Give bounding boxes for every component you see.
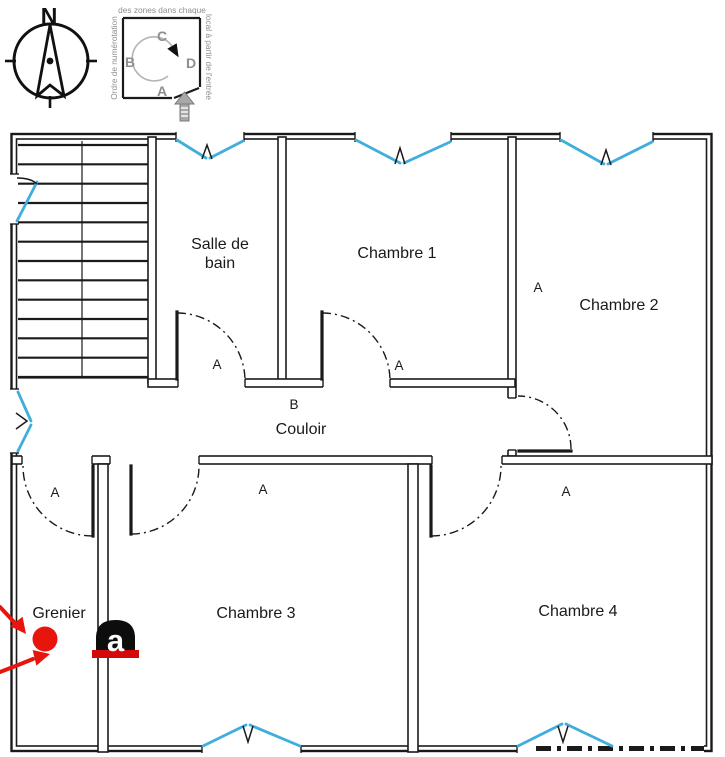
opening-bathroom-window: [176, 131, 244, 142]
chambre2-door: [517, 395, 573, 453]
windows: [15, 138, 654, 748]
legend-zone-b: B: [125, 54, 135, 70]
legend-zone-a: A: [157, 83, 167, 99]
stairs-window: [15, 177, 39, 223]
opening-chambre1-window: [355, 131, 451, 142]
compass-north-label: N: [41, 3, 58, 29]
chambre3-window: [201, 723, 302, 748]
opening-bathroom-door: [178, 378, 245, 388]
legend-entry-arrow: [173, 91, 196, 122]
doors: [22, 310, 573, 538]
label-grenier: Grenier: [32, 605, 86, 622]
opening-chambre3-window: [202, 744, 301, 753]
red-arrow-1-shaft: [0, 605, 17, 625]
legend-zone-d: D: [186, 55, 196, 71]
annotations: a: [0, 605, 139, 674]
couloir-window: [15, 390, 33, 453]
legend-caption-left: Ordre de numérotation: [109, 16, 119, 100]
chambre1-door: [320, 310, 391, 382]
legend-rotation-arc: [131, 36, 173, 82]
compass-rose: N: [5, 3, 97, 108]
logo-a-redbar: [92, 650, 139, 658]
label-chambre3: Chambre 3: [216, 605, 295, 622]
opening-stairs-window: [9, 174, 19, 224]
opening-couloir-window: [9, 389, 19, 453]
chambre4-window: [516, 722, 614, 748]
grenier-door: [22, 464, 95, 538]
label-salle-de-bain-line1: Salle de: [191, 236, 249, 253]
logo-a-letter: a: [107, 623, 125, 658]
label-chambre4: Chambre 4: [538, 603, 617, 620]
opening-chambre1-door: [323, 378, 390, 388]
zone-bathroom: A: [212, 357, 221, 372]
red-arrow-2-shaft: [0, 657, 35, 674]
legend-rotation-arrowhead: [167, 43, 179, 58]
logo-a-shape: [96, 620, 135, 657]
legend-door-leaf: [173, 86, 200, 100]
legend-caption-right: local à partir de l'entrée: [204, 14, 214, 100]
legend-zone-c: C: [157, 28, 167, 44]
opening-chambre2-window: [560, 131, 653, 142]
zone-couloir: B: [289, 397, 298, 412]
wall-jambs: [10, 132, 654, 753]
bathroom-door: [175, 310, 246, 382]
zone-chambre4: A: [561, 484, 570, 499]
red-marker-dot: [32, 626, 58, 652]
legend-caption-top: des zones dans chaque: [118, 5, 206, 15]
label-chambre2: Chambre 2: [579, 297, 658, 314]
opening-chambre4-door: [432, 455, 502, 465]
chambre3-door: [129, 464, 200, 536]
label-salle-de-bain-line2: bain: [205, 255, 235, 272]
wall-couloir-bottom: [11, 455, 713, 465]
wall-chambre3-chambre4: [407, 463, 419, 753]
exterior-wall-outer: [10, 132, 713, 753]
wall-stairs-bathroom: [147, 136, 157, 384]
wall-bathroom-chambre1: [277, 136, 287, 384]
zone-chambre2: A: [533, 280, 542, 295]
bathroom-window: [175, 138, 245, 160]
room-labels: Salle de bain Chambre 1 Chambre 2 Couloi…: [32, 236, 658, 622]
zone-letters: A A A B A A A: [50, 280, 570, 500]
red-arrow-2-head: [32, 650, 50, 666]
staircase: [18, 141, 148, 379]
floor-plan: Salle de bain Chambre 1 Chambre 2 Couloi…: [9, 131, 713, 754]
opening-chambre2-door: [506, 398, 518, 450]
red-arrow-1-head: [10, 616, 26, 634]
zone-chambre1: A: [394, 358, 403, 373]
opening-grenier-door: [22, 455, 92, 465]
chambre2-window: [559, 138, 654, 166]
chambre4-door: [429, 464, 502, 538]
label-couloir: Couloir: [276, 421, 327, 438]
wall-grenier-chambre3: [97, 463, 109, 753]
numbering-legend: C B D A des zones dans chaque Ordre de n…: [109, 5, 214, 122]
chambre1-window: [354, 138, 452, 165]
logo-a: a: [92, 620, 139, 658]
label-chambre1: Chambre 1: [357, 245, 436, 262]
zone-grenier: A: [50, 485, 59, 500]
zone-chambre3: A: [258, 482, 267, 497]
opening-chambre3-door: [110, 455, 199, 465]
compass-center-dot: [46, 57, 54, 65]
stairs-treads: [18, 143, 148, 379]
